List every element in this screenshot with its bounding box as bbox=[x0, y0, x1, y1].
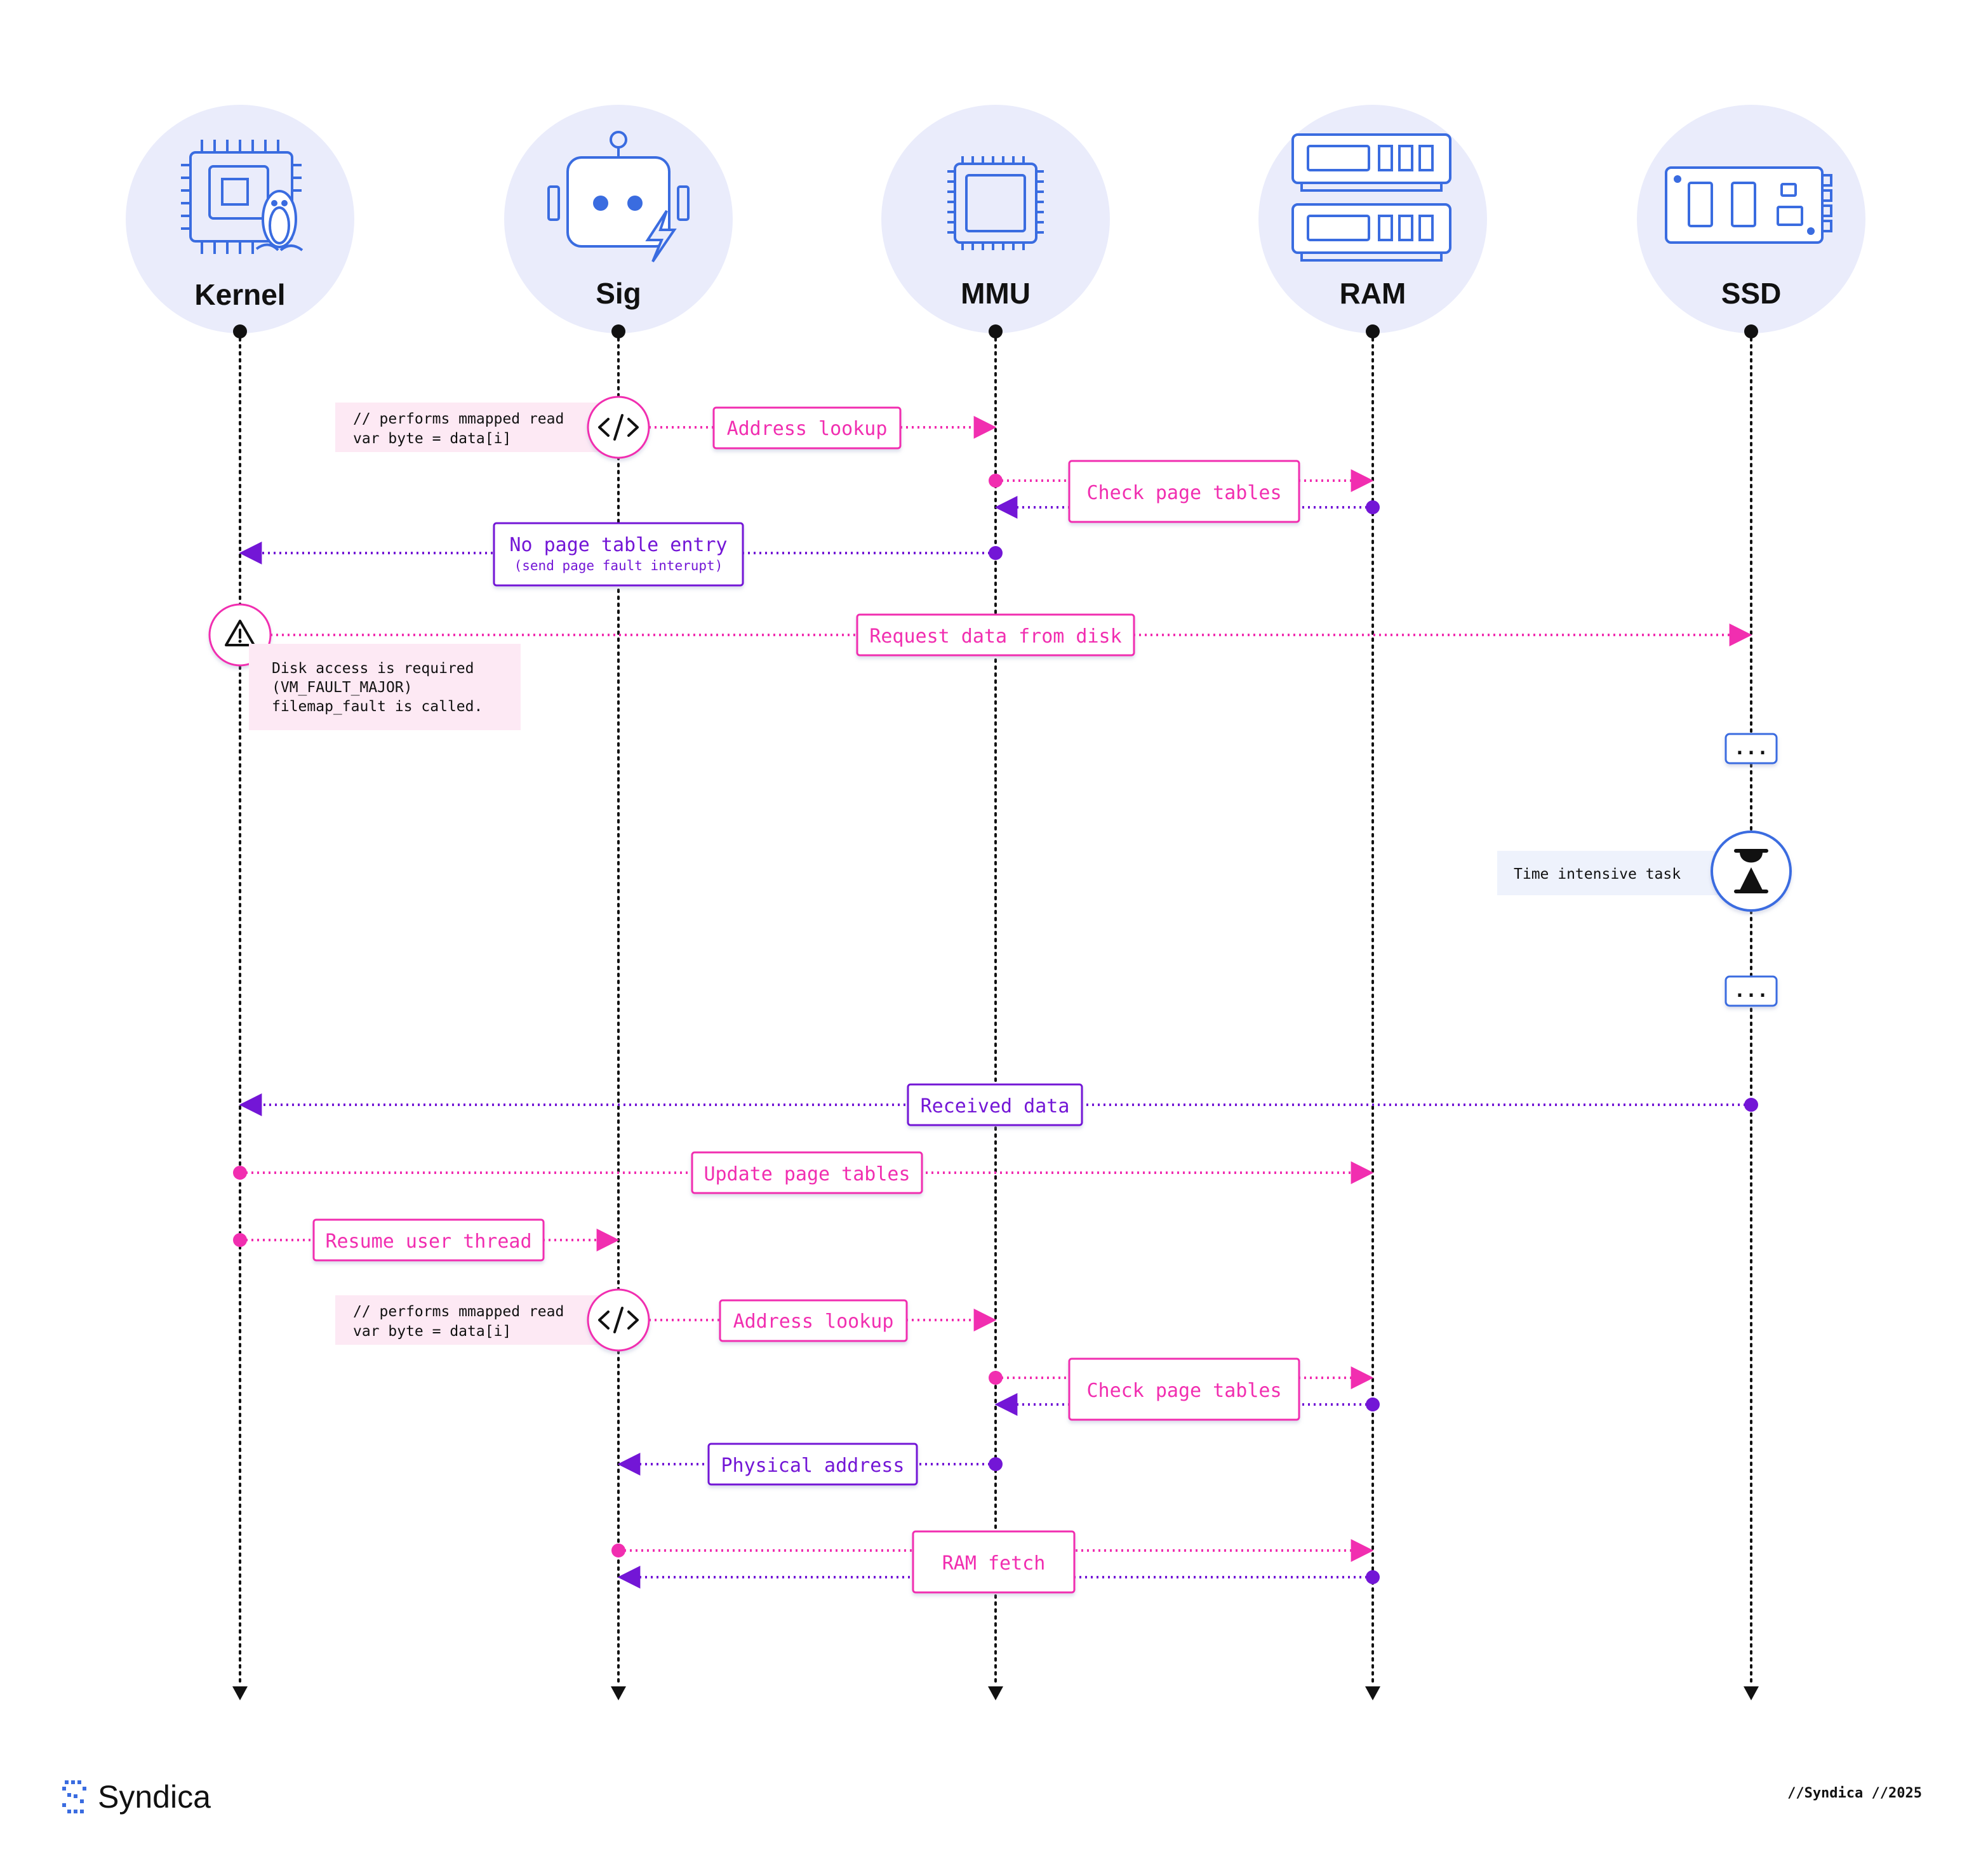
brand-name: Syndica bbox=[98, 1779, 211, 1815]
syndica-logo-icon bbox=[62, 1780, 86, 1813]
svg-text:...: ... bbox=[1734, 737, 1768, 759]
message-check-page-tables-1: Check page tables bbox=[1068, 460, 1300, 523]
svg-text:Time intensive task: Time intensive task bbox=[1514, 866, 1681, 883]
svg-text:Request data from disk: Request data from disk bbox=[869, 625, 1121, 648]
message-update-page-tables: Update page tables bbox=[691, 1151, 923, 1194]
lifeline-caps bbox=[232, 324, 1759, 1700]
actor-sig: Sig bbox=[504, 105, 733, 333]
svg-text:Address lookup: Address lookup bbox=[733, 1310, 894, 1333]
message-address-lookup-2: Address lookup bbox=[719, 1299, 908, 1342]
ellipsis-badge-2: ... bbox=[1724, 975, 1778, 1007]
svg-text:RAM fetch: RAM fetch bbox=[942, 1552, 1046, 1575]
message-no-page-table-entry: No page table entry (send page fault int… bbox=[493, 522, 744, 587]
svg-text:// performs mmapped read: // performs mmapped read bbox=[353, 1304, 564, 1320]
actor-label: RAM bbox=[1340, 277, 1406, 310]
note-read-1: // performs mmapped read var byte = data… bbox=[335, 403, 602, 452]
svg-text:filemap_fault is called.: filemap_fault is called. bbox=[272, 698, 483, 715]
actor-label: MMU bbox=[961, 277, 1031, 310]
message-physical-address: Physical address bbox=[707, 1443, 918, 1486]
svg-text:Check page tables: Check page tables bbox=[1086, 482, 1281, 504]
note-time-intensive: Time intensive task bbox=[1497, 851, 1722, 895]
message-ram-fetch: RAM fetch bbox=[912, 1530, 1076, 1594]
svg-text:var byte = data[i]: var byte = data[i] bbox=[353, 430, 511, 447]
cpu-linux-icon bbox=[181, 140, 304, 254]
message-received-data: Received data bbox=[907, 1083, 1083, 1126]
code-icon bbox=[587, 1288, 650, 1352]
svg-text:Update page tables: Update page tables bbox=[704, 1163, 910, 1185]
footer-caption: //Syndica //2025 bbox=[1787, 1785, 1922, 1801]
code-icon bbox=[587, 396, 650, 459]
svg-text:// performs mmapped read: // performs mmapped read bbox=[353, 411, 564, 427]
actor-ssd: SSD bbox=[1637, 105, 1865, 333]
svg-text:(send page fault interupt): (send page fault interupt) bbox=[514, 558, 723, 573]
message-resume-user-thread: Resume user thread bbox=[312, 1218, 545, 1262]
message-check-page-tables-2: Check page tables bbox=[1068, 1357, 1300, 1421]
svg-text:Received data: Received data bbox=[921, 1095, 1070, 1117]
actor-label: Sig bbox=[596, 277, 641, 310]
chip-icon bbox=[947, 156, 1044, 250]
svg-text:...: ... bbox=[1734, 980, 1768, 1002]
actor-ram: RAM bbox=[1258, 105, 1487, 333]
hourglass-icon bbox=[1711, 830, 1792, 912]
lifelines bbox=[239, 330, 1752, 1684]
syndica-logo: Syndica bbox=[61, 1771, 211, 1822]
message-request-data: Request data from disk bbox=[856, 613, 1135, 657]
svg-text:No page table entry: No page table entry bbox=[509, 534, 727, 556]
ram-module-icon bbox=[1291, 133, 1451, 262]
svg-text:Disk access is required: Disk access is required bbox=[272, 660, 474, 677]
ellipsis-badge-1: ... bbox=[1724, 733, 1778, 764]
actor-label: Kernel bbox=[194, 278, 285, 311]
actor-kernel: Kernel bbox=[126, 105, 354, 333]
actor-mmu: MMU bbox=[881, 105, 1110, 333]
ssd-icon bbox=[1665, 166, 1832, 244]
svg-text:Check page tables: Check page tables bbox=[1086, 1380, 1281, 1402]
svg-text:Resume user thread: Resume user thread bbox=[325, 1230, 531, 1253]
svg-text:Address lookup: Address lookup bbox=[727, 418, 888, 440]
note-read-2: // performs mmapped read var byte = data… bbox=[335, 1295, 602, 1345]
actor-label: SSD bbox=[1721, 277, 1782, 310]
svg-text:var byte = data[i]: var byte = data[i] bbox=[353, 1323, 511, 1340]
message-address-lookup-1: Address lookup bbox=[712, 406, 902, 450]
svg-text:Physical address: Physical address bbox=[721, 1455, 905, 1477]
note-disk-access: Disk access is required (VM_FAULT_MAJOR)… bbox=[249, 644, 521, 730]
svg-text:(VM_FAULT_MAJOR): (VM_FAULT_MAJOR) bbox=[272, 679, 413, 696]
robot-icon bbox=[547, 131, 690, 263]
